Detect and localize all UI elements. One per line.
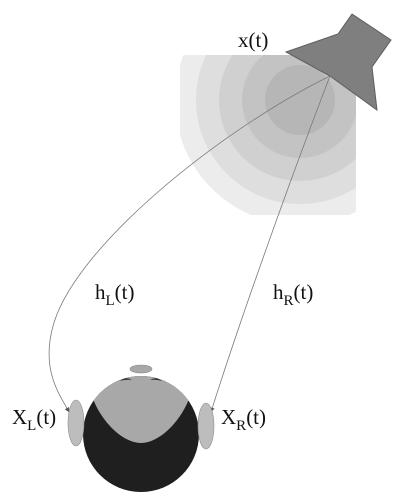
right-ear-arg: (t) <box>246 405 266 429</box>
left-ear-name: X <box>12 405 27 429</box>
right-eye <box>150 378 162 381</box>
right-path-label: hR(t) <box>273 280 313 309</box>
left-ear-path <box>48 75 331 413</box>
sound-waves <box>180 55 356 215</box>
left-path-name: h <box>95 280 106 304</box>
left-ear <box>67 399 85 447</box>
head-face <box>85 376 198 443</box>
left-path-label: hL(t) <box>95 280 135 309</box>
speaker-icon <box>284 13 392 112</box>
right-ear-label: XR(t) <box>221 405 266 434</box>
left-ear-arg: (t) <box>36 405 56 429</box>
left-ear-subscript: L <box>27 418 36 434</box>
right-ear-subscript: R <box>236 418 246 434</box>
left-ear-label: XL(t) <box>12 405 56 434</box>
head-icon <box>67 364 215 492</box>
right-ear-name: X <box>221 405 236 429</box>
left-eye <box>120 378 132 381</box>
wave-ring-1 <box>265 65 335 135</box>
right-ear <box>197 402 215 450</box>
speaker-body <box>284 13 392 112</box>
nose <box>129 364 153 374</box>
right-path-arg: (t) <box>294 280 314 304</box>
source-label: x(t) <box>238 28 268 52</box>
right-path-name: h <box>273 280 284 304</box>
left-path-arg: (t) <box>115 280 135 304</box>
right-path-subscript: R <box>284 293 294 309</box>
acoustic-paths <box>48 75 331 413</box>
left-path-subscript: L <box>106 293 115 309</box>
right-ear-path <box>210 75 331 413</box>
